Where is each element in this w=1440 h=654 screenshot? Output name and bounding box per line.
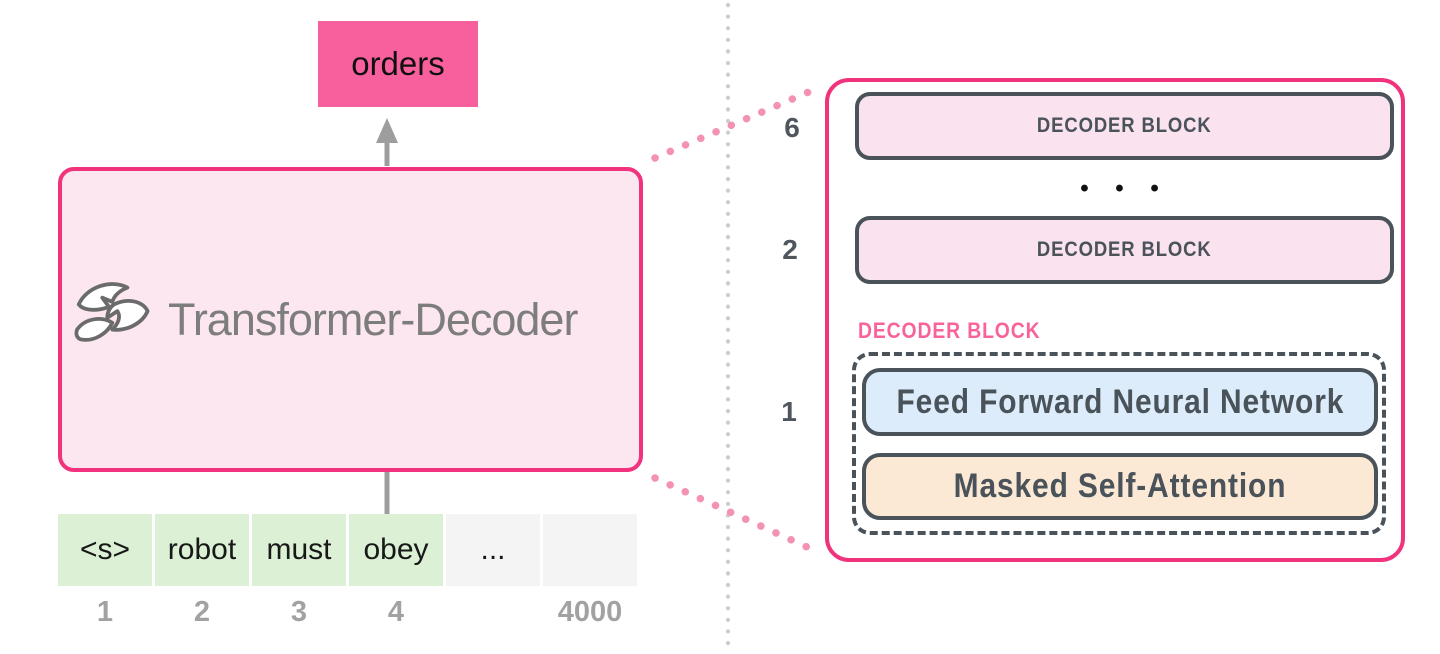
input-token-cell-ellipsis: ... (446, 514, 540, 586)
token-text: robot (167, 533, 237, 566)
stack-index-2: 2 (782, 234, 798, 265)
token-text: obey (363, 533, 429, 566)
input-token-cell: robot (155, 514, 249, 586)
position-number: 2 (193, 595, 211, 628)
feed-forward-layer: Feed Forward Neural Network (862, 368, 1378, 436)
masked-self-attention-layer: Masked Self-Attention (862, 453, 1378, 520)
token-text: must (266, 533, 332, 566)
output-token-label: orders (351, 45, 445, 82)
flame-icon (72, 279, 156, 360)
output-token-box: orders (318, 21, 478, 107)
token-text: <s> (79, 533, 131, 566)
decoder-block-6: DECODER BLOCK (855, 92, 1394, 160)
position-number: 1 (96, 595, 114, 628)
decoder-block-label: DECODER BLOCK (1037, 238, 1212, 261)
stack-index-1: 1 (781, 396, 797, 427)
masked-self-attention-layer-label: Masked Self-Attention (953, 467, 1287, 505)
token-text: ... (480, 533, 506, 566)
expanded-decoder-block-label-text: DECODER BLOCK (858, 318, 1041, 343)
stack-ellipsis: • • • (1080, 175, 1169, 202)
input-token-cell-empty (543, 514, 637, 586)
model-title: Transformer-Decoder (168, 293, 578, 345)
up-arrow-icon (376, 118, 398, 143)
position-number: 4000 (557, 595, 623, 628)
expanded-decoder-block-label: DECODER BLOCK (858, 318, 1065, 344)
position-number: 3 (290, 595, 308, 628)
zoom-connector-bottom (651, 474, 822, 556)
decoder-block-label: DECODER BLOCK (1037, 114, 1212, 137)
stack-index-6: 6 (784, 112, 800, 143)
expanded-decoder-block-outline (852, 352, 1386, 535)
decoder-block-2: DECODER BLOCK (855, 216, 1394, 284)
position-number (446, 597, 540, 627)
position-number-row: 1 2 3 4 4000 (58, 595, 637, 628)
input-token-cell: <s> (58, 514, 152, 586)
input-token-row: <s> robot must obey ... (58, 514, 637, 586)
position-number: 4 (387, 595, 405, 628)
input-token-cell: must (252, 514, 346, 586)
input-token-cell: obey (349, 514, 443, 586)
feed-forward-layer-label: Feed Forward Neural Network (896, 382, 1344, 421)
transformer-decoder-box: Transformer-Decoder (58, 167, 643, 472)
